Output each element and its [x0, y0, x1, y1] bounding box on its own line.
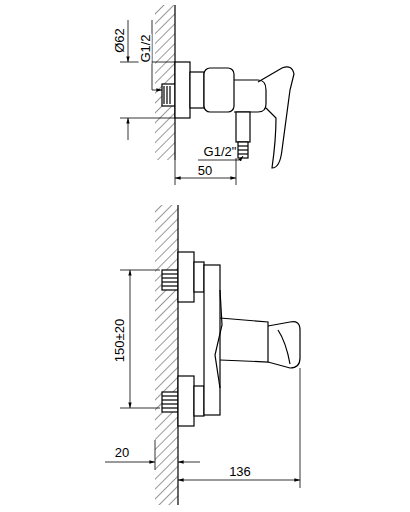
dimension-label: Ø62	[112, 27, 125, 54]
dimension-label: G1/2"	[203, 145, 238, 158]
dimension-label: G1/2	[139, 33, 152, 63]
dimension-label: 20	[114, 446, 130, 459]
dimension-label: 136	[228, 465, 252, 478]
dimension-label: 150±20	[113, 317, 126, 362]
dimension-label: 50	[197, 164, 213, 177]
